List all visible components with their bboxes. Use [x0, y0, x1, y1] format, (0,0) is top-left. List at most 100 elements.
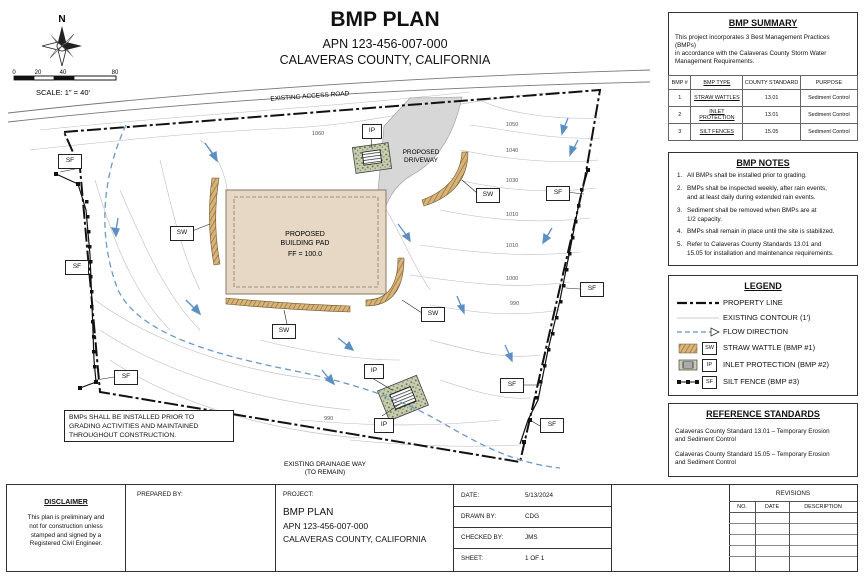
drawn-by-value: CDG — [525, 513, 539, 520]
drainage-way-note: (TO REMAIN) — [305, 469, 345, 476]
sheet-value: 1 OF 1 — [525, 555, 545, 562]
revisions-title: REVISIONS — [775, 490, 811, 497]
label-inlet-protection-3: IP — [374, 418, 394, 433]
label-silt-fence-7: SF — [540, 418, 564, 433]
disclaimer-line-4: Registered Civil Engineer. — [29, 540, 103, 548]
contour-label-1010: 1010 — [506, 212, 518, 218]
reference-item-1-line-1: Calaveras County Standard 13.01 – Tempor… — [675, 428, 830, 435]
note-5-line-2: 15.05 for installation and maintenance r… — [687, 249, 834, 257]
disclaimer-line-2: not for construction unless — [29, 522, 103, 530]
label-straw-wattle-1: SW — [170, 226, 194, 241]
row-num: 3 — [667, 123, 692, 141]
legend-sf-tag: SF — [702, 376, 717, 389]
row-num: 1 — [667, 89, 692, 107]
row-type: INLET PROTECTION — [690, 106, 744, 124]
reference-standards-panel: REFERENCE STANDARDS Calaveras County Sta… — [668, 403, 858, 477]
label-inlet-protection-1: IP — [362, 124, 382, 139]
label-leaders — [59, 137, 585, 427]
contour-label-1040: 1040 — [506, 148, 518, 154]
reference-item-2-line-1: Calaveras County Standard 15.05 – Tempor… — [675, 451, 830, 458]
checked-by-label: CHECKED BY: — [461, 534, 504, 541]
existing-drainage-way — [104, 124, 561, 469]
legend-flow: FLOW DIRECTION — [723, 327, 788, 336]
bmp-summary-intro-line-2: in accordance with the Calaveras County … — [675, 50, 827, 57]
note-2-line-1: BMPs shall be inspected weekly, after ra… — [687, 185, 827, 192]
table-row: 3 SILT FENCES 15.05 Sediment Control — [667, 123, 859, 141]
install-note-line-2: GRADING ACTIVITIES AND MAINTAINED — [69, 423, 199, 430]
note-3-line-1: Sediment shall be removed when BMPs are … — [687, 207, 817, 214]
contour-label-1050: 1050 — [506, 122, 518, 128]
row-num: 2 — [667, 106, 692, 124]
note-2: BMPs shall be inspected weekly, after ra… — [687, 185, 827, 202]
note-number-2: 2. — [677, 185, 683, 192]
flow-direction-arrows — [110, 117, 579, 386]
table-row: 2 INLET PROTECTION 13.01 Sediment Contro… — [667, 106, 859, 124]
note-4: BMPs shall remain in place until the sit… — [687, 228, 834, 237]
legend-silt-symbol — [677, 380, 699, 384]
driveway-label-1: PROPOSED — [403, 149, 440, 156]
legend-sw-tag: SW — [702, 342, 717, 355]
silt-fence-west — [54, 172, 98, 390]
building-pad-label-3: FF = 100.0 — [288, 251, 322, 258]
checked-by-value: JMS — [525, 534, 538, 541]
note-2-line-2: and at least daily during extended rain … — [687, 193, 816, 201]
legend-inlet: INLET PROTECTION (BMP #2) — [723, 360, 829, 369]
north-label: N — [58, 14, 65, 25]
label-straw-wattle-3: SW — [421, 307, 445, 322]
bmp-notes-title: BMP NOTES — [736, 158, 790, 168]
label-silt-fence-2: SF — [65, 260, 89, 275]
project-label: PROJECT: — [283, 491, 314, 498]
note-number-5: 5. — [677, 241, 683, 248]
note-number-1: 1. — [677, 172, 683, 179]
reference-item-1: Calaveras County Standard 13.01 – Tempor… — [675, 428, 830, 444]
note-3-line-2: 1/2 capacity. — [687, 215, 722, 223]
north-arrow-icon — [41, 26, 82, 67]
disclaimer-line-3: stamped and signed by a — [30, 531, 102, 539]
row-type: SILT FENCES — [690, 123, 744, 141]
row-purpose: Sediment Control — [799, 123, 859, 141]
bmp-summary-intro-line-1: This project incorporates 3 Best Managem… — [675, 34, 830, 49]
col-header-standard: COUNTY STANDARD — [742, 75, 801, 90]
col-header-num: BMP # — [667, 75, 692, 90]
silt-fence-east — [519, 168, 590, 445]
bmp-summary-table: BMP # BMP TYPE COUNTY STANDARD PURPOSE 1… — [667, 75, 859, 141]
scale-bar — [13, 75, 117, 81]
label-silt-fence-6: SF — [500, 378, 524, 393]
rev-col-date: DATE — [764, 504, 780, 510]
access-road-label: EXISTING ACCESS ROAD — [270, 90, 350, 103]
legend-property-line: PROPERTY LINE — [723, 298, 783, 307]
legend-ip-tag: IP — [702, 359, 717, 372]
label-silt-fence-1: SF — [58, 154, 82, 169]
bmp-summary-intro-line-3: Management Requirements. — [675, 58, 755, 65]
site-plan: N 0 20 40 80 SCALE: 1" = 40' EXISTING AC… — [7, 14, 651, 476]
inlet-protection-north — [351, 142, 393, 174]
scale-label: SCALE: 1" = 40' — [36, 88, 90, 97]
label-silt-fence-4: SF — [546, 186, 570, 201]
legend-panel: LEGEND — [668, 275, 858, 396]
sheet-county: CALAVERAS COUNTY, CALIFORNIA — [279, 53, 491, 67]
table-row: 1 STRAW WATTLES 13.01 Sediment Control — [667, 89, 859, 107]
legend-inlet-symbol — [678, 359, 698, 371]
rev-col-description: DESCRIPTION — [804, 504, 842, 510]
contour-label-990: 990 — [510, 301, 519, 307]
table-header-row: BMP # BMP TYPE COUNTY STANDARD PURPOSE — [667, 75, 859, 90]
legend-symbols — [677, 301, 720, 384]
note-5: Refer to Calaveras County Standards 13.0… — [687, 241, 834, 258]
sheet-apn: APN 123-456-007-000 — [322, 37, 448, 51]
reference-title: REFERENCE STANDARDS — [706, 409, 820, 419]
rev-col-no: NO. — [737, 504, 747, 510]
contour-label-1010-b: 1010 — [506, 243, 518, 249]
disclaimer-text: This plan is preliminary and not for con… — [7, 514, 125, 549]
label-silt-fence-5: SF — [580, 282, 604, 297]
note-1-line-1: All BMPs shall be installed prior to gra… — [687, 172, 807, 179]
col-header-type: BMP TYPE — [690, 75, 744, 90]
label-silt-fence-3: SF — [114, 370, 138, 385]
sheet-label: SHEET: — [461, 555, 484, 562]
col-header-purpose: PURPOSE — [799, 75, 859, 90]
label-inlet-protection-2: IP — [364, 364, 384, 379]
install-note-line-3: THROUGHOUT CONSTRUCTION. — [69, 432, 177, 439]
row-standard: 13.01 — [742, 106, 801, 124]
bmp-notes-panel: BMP NOTES 1. All BMPs shall be installed… — [668, 152, 858, 266]
legend-title: LEGEND — [744, 281, 782, 291]
